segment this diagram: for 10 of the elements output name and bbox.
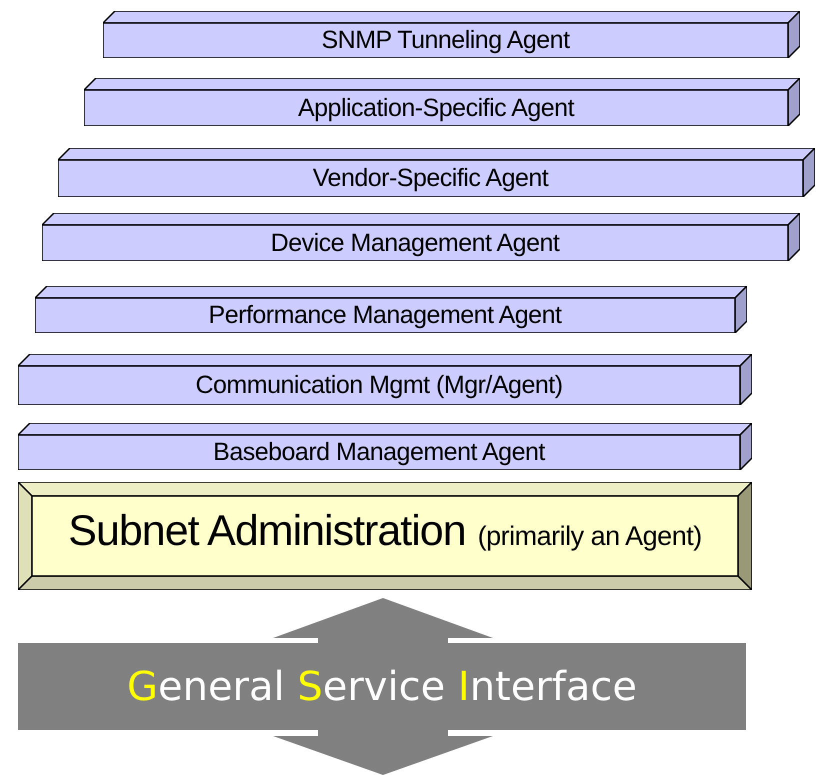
layer-label: Device Management Agent (270, 230, 560, 256)
layer-label: Application-Specific Agent (298, 96, 574, 120)
layer-label: Vendor-Specific Agent (312, 166, 548, 191)
interface-label: General Service Interface (126, 666, 637, 706)
panel-title: Subnet Administration (68, 510, 466, 553)
panel-subtitle: (primarily an Agent) (478, 523, 702, 550)
layer-label: Communication Mgmt (Mgr/Agent) (195, 373, 563, 398)
layer-label: Baseboard Management Agent (213, 440, 545, 465)
layer-label: SNMP Tunneling Agent (321, 28, 570, 53)
layer-label: Performance Management Agent (208, 303, 562, 328)
